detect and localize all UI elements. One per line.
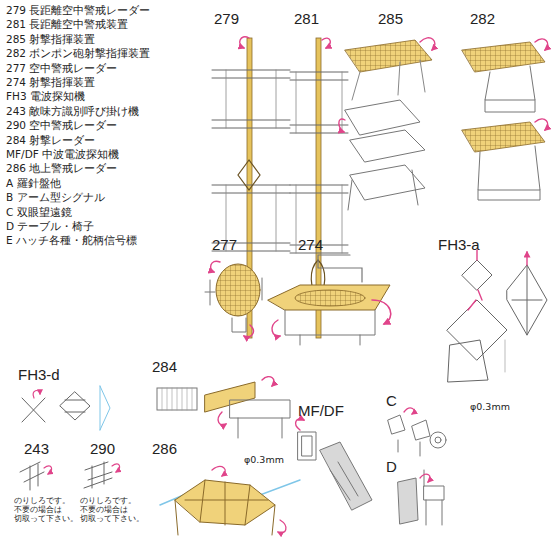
note-text: のりしろです。 不要の場合は 切取って下さい。 <box>14 496 76 523</box>
table-chair-d <box>398 470 444 525</box>
callout-number: 281 <box>294 10 319 27</box>
note-text: のりしろです。 不要の場合は 切取って下さい。 <box>80 496 142 523</box>
part-list-entry: 243 敵味方識別呼び掛け機 <box>6 105 139 117</box>
part-list-entry: 279 長距離空中警戒レーダー <box>6 4 150 16</box>
callout-number: FH3-a <box>438 236 480 253</box>
part-list-entry: A 羅針盤他 <box>6 177 61 189</box>
part-list-entry: 282 ボンポン砲射撃指揮装置 <box>6 47 150 59</box>
part-list-entry: E ハッチ各種・舵柄信号標 <box>6 234 137 246</box>
dfaerial-fh3a <box>447 250 547 382</box>
part-list-entry: B アーム型シグナル <box>6 191 105 203</box>
aerial-243-290 <box>20 462 119 490</box>
callout-number: 285 <box>378 10 403 27</box>
callout-number: 274 <box>298 236 323 253</box>
part-list-entry: 274 射撃指揮装置 <box>6 76 95 88</box>
part-list-entry: 281 長距離空中警戒装置 <box>6 18 128 30</box>
radar-279 <box>212 37 290 338</box>
part-list-entry: D テーブル・椅子 <box>6 220 94 232</box>
callout-number: 286 <box>152 440 177 457</box>
dfaerial-mfdf <box>296 419 372 510</box>
binocular-c <box>388 408 446 456</box>
callout-number: FH3-d <box>18 366 60 383</box>
callout-number: 284 <box>152 358 177 375</box>
part-list-entry: FH3 電波探知機 <box>6 90 85 102</box>
callout-number: 243 <box>24 440 49 457</box>
part-list-entry: C 双眼望遠鏡 <box>6 206 72 218</box>
callout-number: 282 <box>470 10 495 27</box>
director-285 <box>339 38 435 210</box>
dimension-label: φ0.3mm <box>470 402 510 413</box>
radar-286 <box>160 467 300 535</box>
dimension-label: φ0.3mm <box>244 455 284 466</box>
dfaerial-fh3d <box>22 386 110 430</box>
director-282 <box>462 39 548 200</box>
callout-number: 290 <box>90 440 115 457</box>
callout-number: C <box>386 392 397 409</box>
callout-number: D <box>386 458 397 475</box>
part-list-entry: 290 空中警戒レーダー <box>6 119 117 131</box>
callout-number: MF/DF <box>298 402 344 419</box>
part-list-entry: MF/DF 中波電波探知機 <box>6 148 119 160</box>
radar-284 <box>157 377 290 438</box>
radar-277 <box>205 261 262 337</box>
callout-number: 279 <box>214 10 239 27</box>
part-list-entry: 284 射撃レーダー <box>6 134 95 146</box>
part-list-entry: 277 空中警戒レーダー <box>6 62 117 74</box>
director-274 <box>268 255 391 345</box>
callout-number: 277 <box>212 236 237 253</box>
part-list-entry: 285 射撃指揮装置 <box>6 33 95 45</box>
part-list-entry: 286 地上警戒レーダー <box>6 162 117 174</box>
